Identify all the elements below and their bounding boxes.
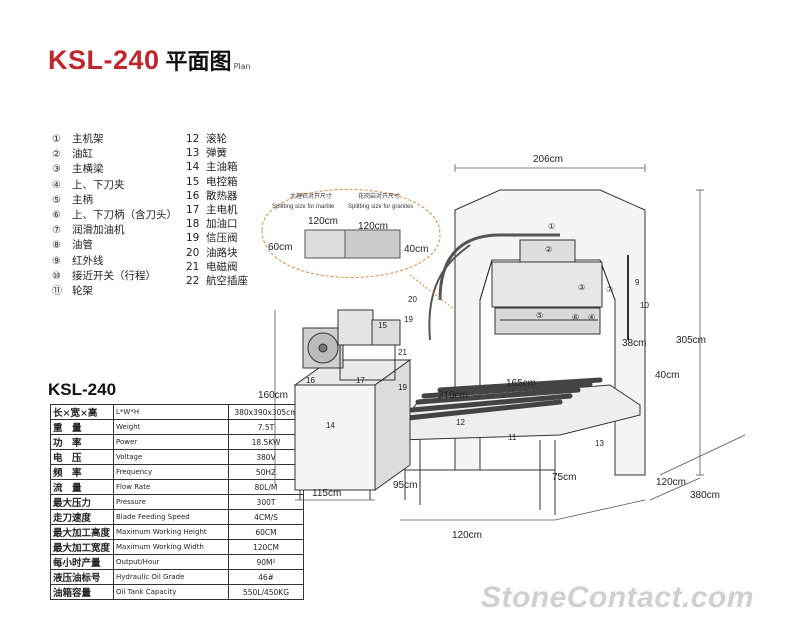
svg-text:9: 9 <box>635 278 640 287</box>
svg-text:⑥: ⑥ <box>572 313 579 322</box>
dim-leg-75: 75cm <box>552 472 576 483</box>
dim-overall-width: 206cm <box>533 154 563 165</box>
svg-text:11: 11 <box>508 433 517 442</box>
oil-cylinder <box>519 239 576 263</box>
marble-block <box>304 229 346 259</box>
granite-height-label: 40cm <box>404 244 428 255</box>
marble-height-label: 60cm <box>268 242 292 253</box>
svg-text:14: 14 <box>326 421 335 430</box>
dim-roller-length-2: 165cm <box>506 378 536 389</box>
svg-text:13: 13 <box>595 439 604 448</box>
svg-text:21: 21 <box>398 348 407 357</box>
dim-tank-width: 115cm <box>312 488 341 499</box>
svg-text:17: 17 <box>356 376 365 385</box>
title-en: Plan <box>233 62 251 71</box>
svg-text:12: 12 <box>456 418 465 427</box>
oil-pipe <box>438 233 560 301</box>
svg-text:19: 19 <box>398 383 407 392</box>
dim-height: 305cm <box>676 335 706 346</box>
blade-holder <box>494 307 601 335</box>
granite-label-cn: 花岗岩对开尺寸 <box>358 192 400 200</box>
model-name: KSL-240 <box>48 45 160 75</box>
title-cn: 平面图 <box>165 50 232 75</box>
marble-label-en: Splitting size for marble <box>272 204 335 210</box>
svg-text:15: 15 <box>378 321 387 330</box>
control-box <box>337 309 374 346</box>
dim-depth: 380cm <box>690 490 720 501</box>
dim-right-base: 120cm <box>656 477 686 488</box>
svg-text:①: ① <box>548 222 555 231</box>
svg-text:⑤: ⑤ <box>536 311 543 320</box>
part-number-labels: ① ② ③ ④ ⑤ ⑥ ⑦ 20 19 15 21 16 17 19 14 12… <box>306 222 649 448</box>
oil-tank <box>294 384 376 491</box>
spec-title: KSL-240 <box>48 380 117 399</box>
dim-roller-length: 210cm <box>438 390 468 401</box>
dim-blade-38: 38cm <box>622 338 646 349</box>
main-motor <box>371 319 401 346</box>
svg-text:19: 19 <box>404 315 413 324</box>
svg-text:②: ② <box>545 245 552 254</box>
granite-block <box>344 229 401 259</box>
svg-text:③: ③ <box>578 283 585 292</box>
svg-text:④: ④ <box>588 313 595 322</box>
svg-text:⑦: ⑦ <box>606 285 613 294</box>
marble-width-label: 120cm <box>308 216 338 227</box>
marble-label-cn: 大理石对开尺寸 <box>290 192 332 200</box>
rollers <box>405 377 603 421</box>
dim-table-width: 120cm <box>452 530 482 541</box>
svg-text:16: 16 <box>306 376 315 385</box>
svg-text:10: 10 <box>640 301 649 310</box>
main-crossbeam <box>491 261 603 308</box>
splitting-size-callout: 大理石对开尺寸 Splitting size for marble 花岗岩对开尺… <box>261 188 456 311</box>
dim-tank-height: 160cm <box>258 390 288 401</box>
granite-label-en: Splitting size for granites <box>348 204 413 210</box>
dim-leg-95: 95cm <box>393 480 417 491</box>
svg-text:20: 20 <box>408 295 417 304</box>
granite-width-label: 120cm <box>358 221 388 232</box>
dim-side-40: 40cm <box>655 370 679 381</box>
watermark: StoneContact.com <box>480 581 754 614</box>
